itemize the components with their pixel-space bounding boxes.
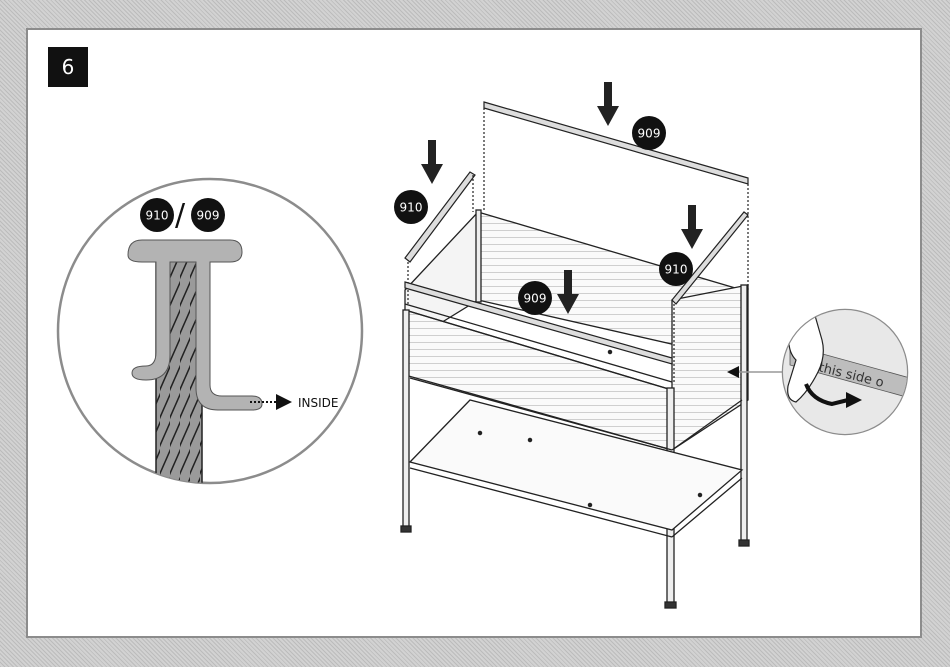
part-separator: / xyxy=(175,198,186,233)
badge-910-right: 910 xyxy=(665,263,688,277)
part-badge-910-label: 910 xyxy=(146,209,169,223)
arrow-down-icon xyxy=(681,205,703,249)
badge-909-front: 909 xyxy=(524,292,547,306)
badge-910-left: 910 xyxy=(400,201,423,215)
leg-front-left xyxy=(403,310,409,530)
leg-back-right xyxy=(741,285,747,543)
arrow-down-icon xyxy=(421,140,443,184)
badge-909-top: 909 xyxy=(638,127,661,141)
right-side-panel xyxy=(672,285,748,450)
arrow-down-icon xyxy=(597,82,619,126)
part-badge-909-label: 909 xyxy=(197,209,220,223)
cap-909-back xyxy=(484,102,748,184)
post-back-left xyxy=(476,210,481,302)
tape-detail-callout: this side o xyxy=(730,300,920,450)
profile-detail-callout: INSIDE 910 / 909 xyxy=(58,179,362,510)
inside-label: INSIDE xyxy=(298,396,339,410)
